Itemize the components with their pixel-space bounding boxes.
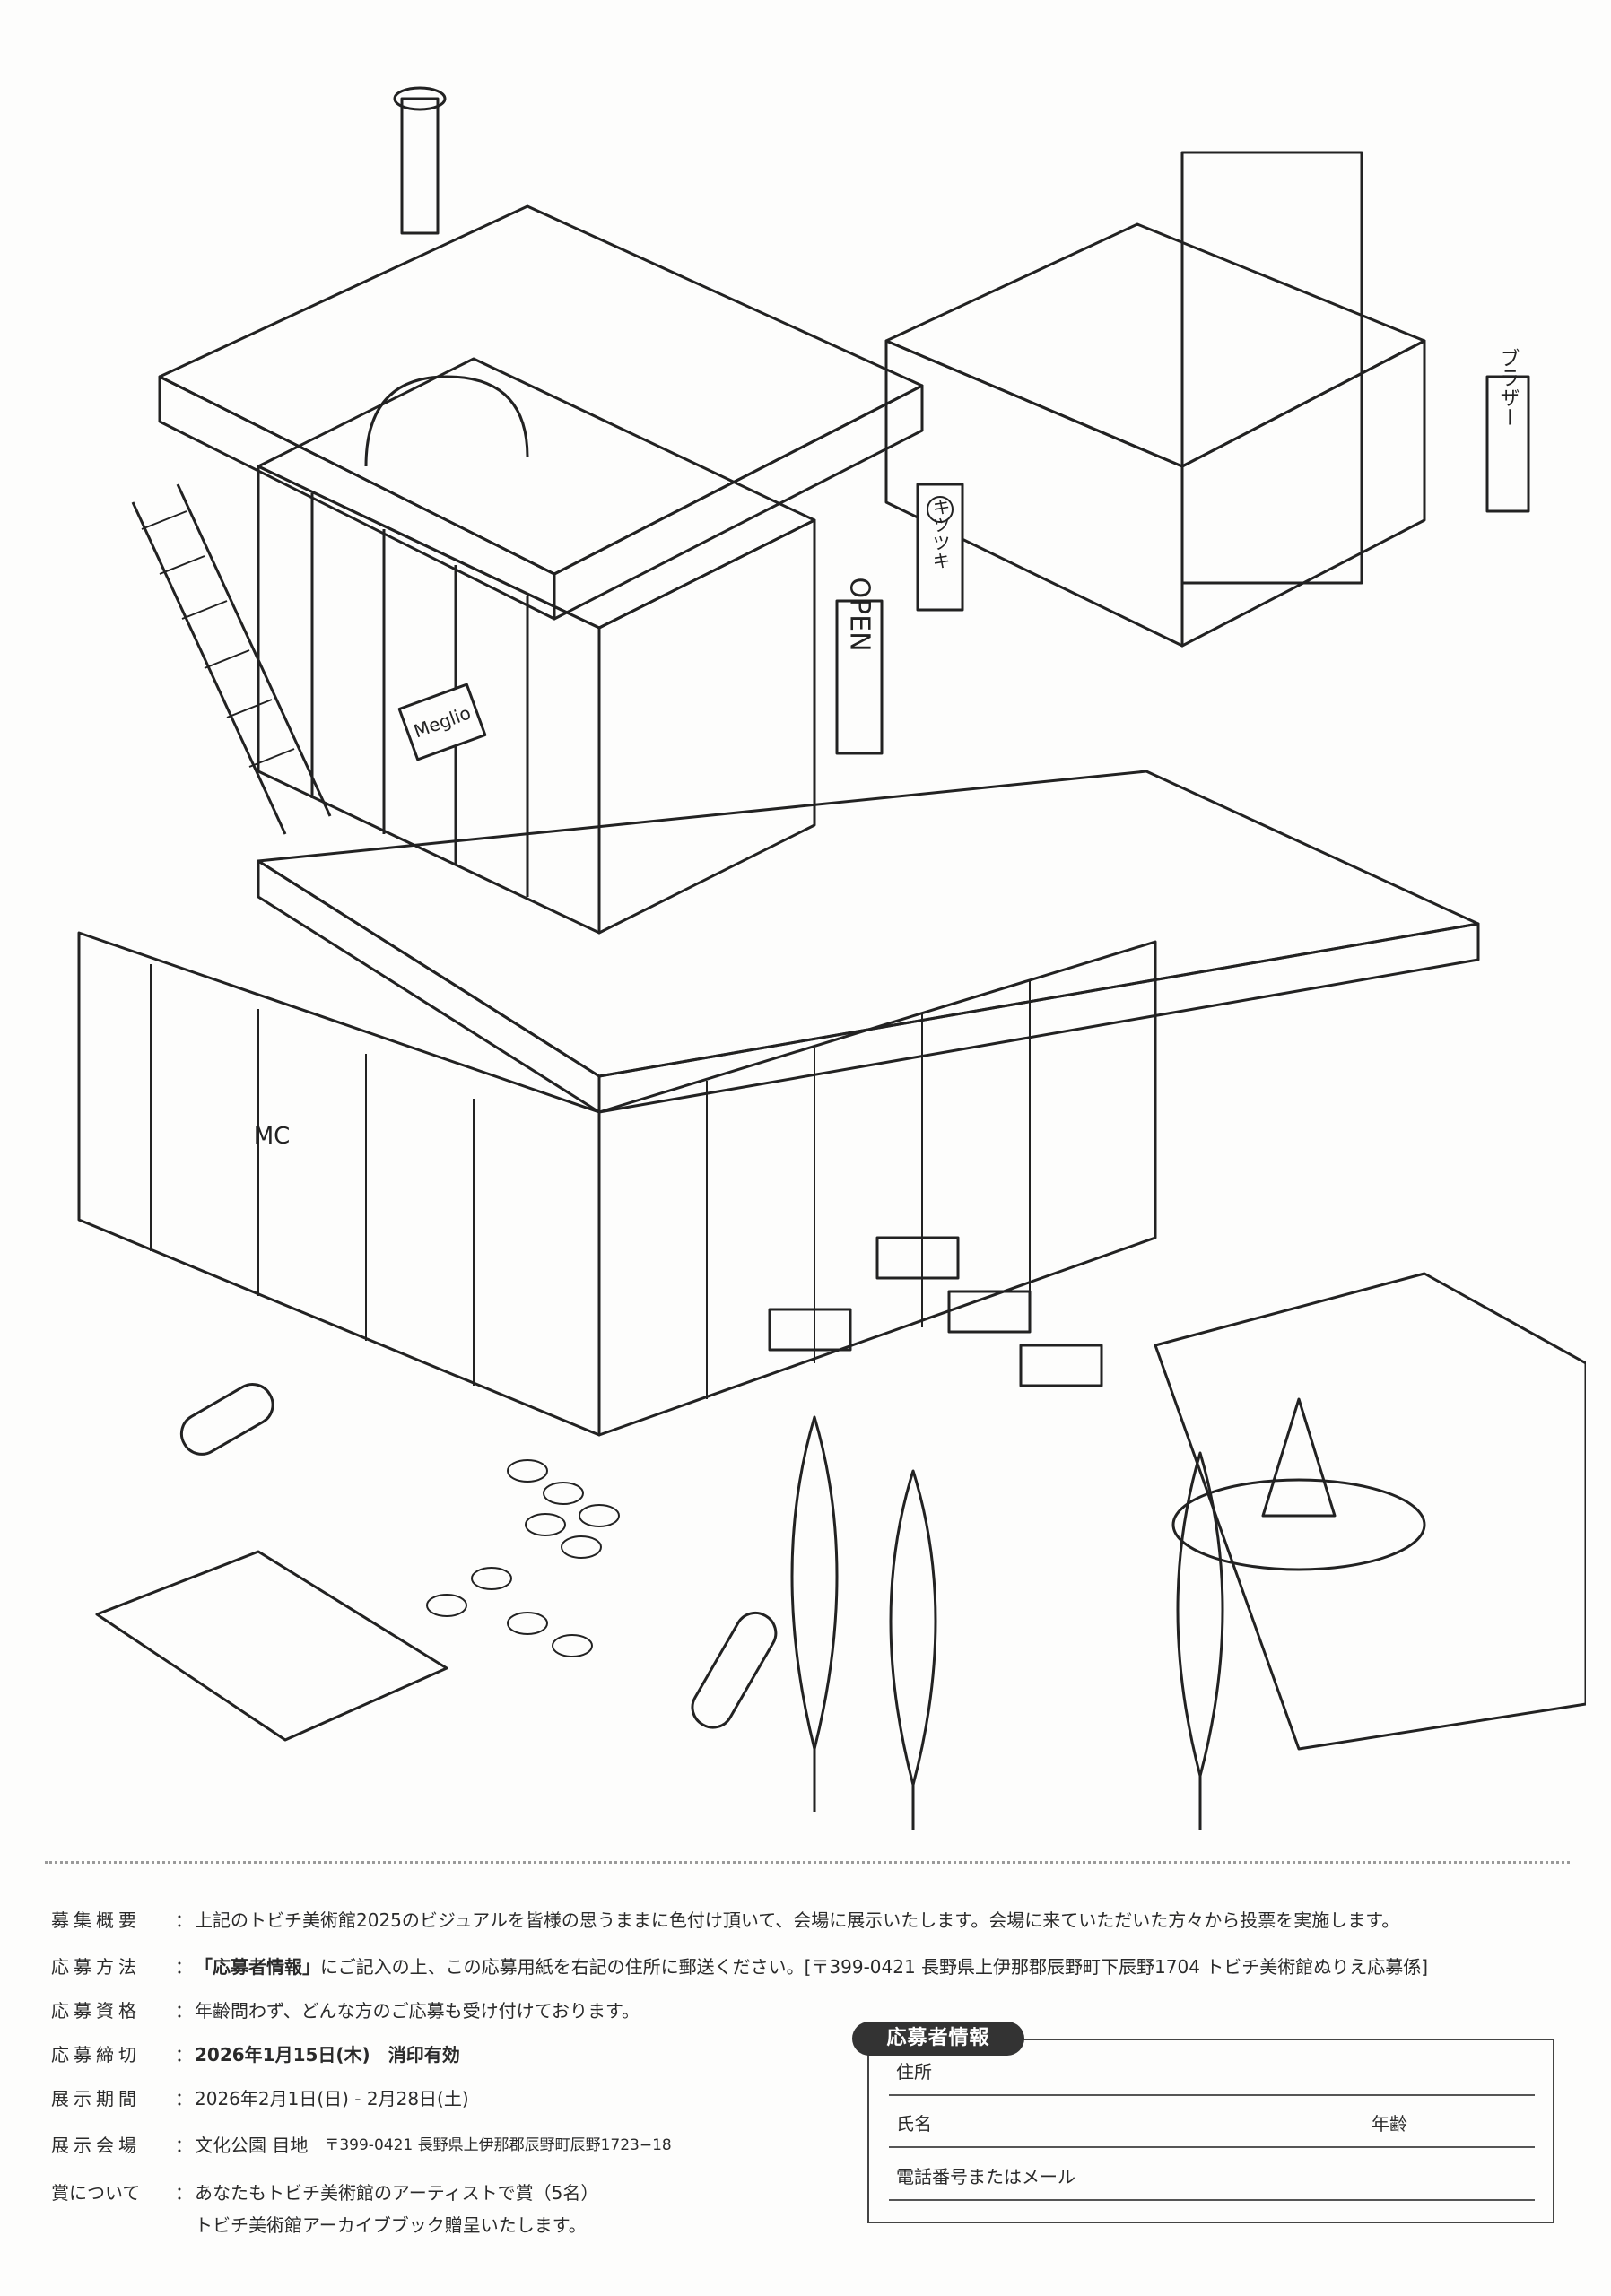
name-field[interactable]: 氏名年齢 (889, 2110, 1535, 2148)
form-title-tab: 応募者情報 (852, 2022, 1024, 2056)
kitsutsuki-sign-text: キツツキ (929, 498, 951, 570)
row-value: 2026年1月15日(木) 消印有効 (195, 2044, 460, 2066)
row-value: 年齢問わず、どんな方のご応募も受け付けております。 (195, 2000, 640, 2022)
open-sign-text: OPEN (844, 577, 875, 651)
row-label: 募集概要 (51, 1909, 141, 1931)
kitsutsuki-sign: キツツキ (916, 483, 964, 612)
age-label: 年齢 (1372, 2113, 1407, 2135)
row-label: 応募締切 (51, 2044, 141, 2066)
row-value: 上記のトビチ美術館2025のビジュアルを皆様の思うままに色付け頂いて、会場に展示… (195, 1909, 1400, 1931)
info-row-prize-line2: トビチ美術館アーカイブブック贈呈いたします。 (195, 2213, 587, 2237)
row-label: 展示会場 (51, 2135, 141, 2156)
info-row-eligibility: 応募資格 ： 年齢問わず、どんな方のご応募も受け付けております。 (51, 2000, 640, 2022)
row-value: トビチ美術館アーカイブブック贈呈いたします。 (195, 2214, 587, 2236)
row-label: 展示期間 (51, 2088, 141, 2109)
row-label: 応募方法 (51, 1956, 141, 1978)
info-row-period: 展示期間 ： 2026年2月1日(日) - 2月28日(土) (51, 2088, 469, 2109)
row-value: 「応募者情報」にご記入の上、この応募用紙を右記の住所に郵送ください。[〒399-… (195, 1956, 1429, 1978)
row-label: 応募資格 (51, 2000, 141, 2022)
contact-field[interactable]: 電話番号またはメール (889, 2163, 1535, 2201)
meglio-sign: Meglio (397, 683, 487, 761)
brother-sign: ブラザー (1485, 348, 1530, 513)
row-value: 文化公園 目地 (195, 2135, 309, 2156)
row-value: あなたもトビチ美術館のアーティストで賞（5名） (195, 2182, 599, 2204)
venue-address: 〒399-0421 長野県上伊那郡辰野町辰野1723−18 (324, 2136, 672, 2154)
brother-sign-text: ブラザー (1497, 348, 1520, 427)
row-value: 2026年2月1日(日) - 2月28日(土) (195, 2088, 469, 2109)
applicant-info-form: 住所 氏名年齢 電話番号またはメール (867, 2039, 1554, 2223)
section-divider (45, 1861, 1570, 1864)
row-label: 賞について (51, 2182, 141, 2204)
info-row-prize: 賞について ： あなたもトビチ美術館のアーティストで賞（5名） (51, 2182, 599, 2204)
info-row-method: 応募方法 ： 「応募者情報」にご記入の上、この応募用紙を右記の住所に郵送ください… (51, 1956, 1429, 1978)
mc-shirt-text: MC (254, 1123, 291, 1150)
info-row-overview: 募集概要 ： 上記のトビチ美術館2025のビジュアルを皆様の思うままに色付け頂い… (51, 1909, 1400, 1931)
coloring-illustration: Meglio キツツキ ブラザー OPEN MC (25, 0, 1588, 1840)
info-row-venue: 展示会場 ： 文化公園 目地 〒399-0421 長野県上伊那郡辰野町辰野172… (51, 2135, 672, 2156)
info-row-deadline: 応募締切 ： 2026年1月15日(木) 消印有効 (51, 2044, 460, 2066)
address-field[interactable]: 住所 (889, 2058, 1535, 2096)
